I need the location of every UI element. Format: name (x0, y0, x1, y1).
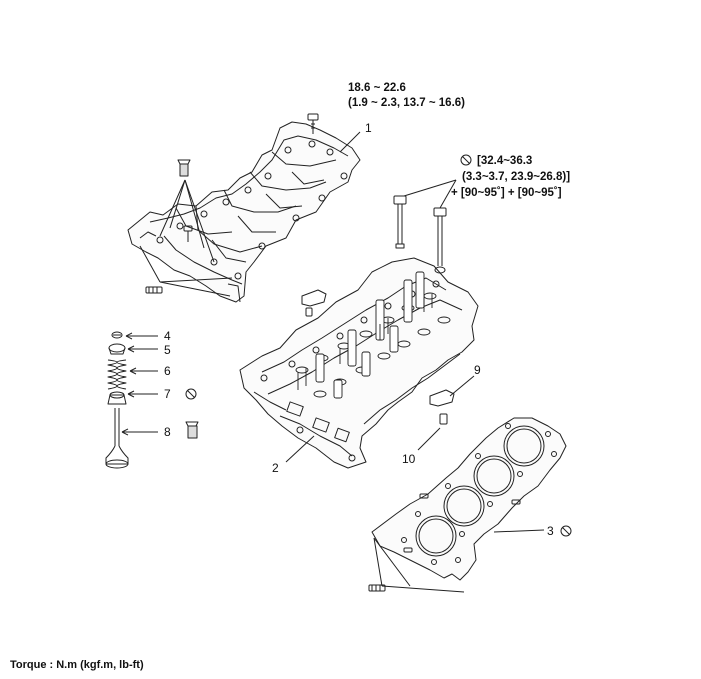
callout-6: 6 (164, 364, 171, 378)
frame-bolt (183, 225, 193, 242)
valve-spring (107, 359, 127, 390)
callout-10: 10 (402, 452, 416, 466)
bearing-cap-torque-line1: 18.6 ~ 22.6 (348, 82, 406, 94)
sealant-tube-icon (185, 421, 199, 439)
callout-5: 5 (164, 343, 171, 357)
torque-units-legend: Torque : N.m (kgf.m, lb-ft) (10, 659, 144, 671)
callout-8: 8 (164, 425, 171, 439)
valve-keeper (111, 331, 123, 339)
callout-4: 4 (164, 329, 171, 343)
rocker-arm-left (301, 289, 327, 317)
camshaft-bearing-cap-frame (127, 121, 361, 303)
head-bolt-torque-line2: (3.3~3.7, 23.9~26.8)] (462, 171, 571, 183)
bearing-cap-bolt (307, 113, 319, 134)
valve-stem-seal (107, 391, 127, 405)
valve (105, 408, 129, 469)
callout-3: 3 (547, 524, 554, 538)
prohibited-icon (560, 525, 572, 537)
head-bolt-torque-line3: + [90~95˚] + [90~95˚] (451, 187, 562, 199)
cylinder-head (239, 257, 479, 469)
callout-1: 1 (365, 121, 372, 135)
valve-spring-retainer (108, 343, 126, 355)
prohibited-icon (185, 388, 197, 400)
bolt-symbol (145, 286, 163, 294)
callout-9: 9 (474, 363, 481, 377)
callout-7: 7 (164, 387, 171, 401)
cylinder-head-gasket (371, 417, 567, 581)
head-bolts (393, 195, 447, 274)
rocker-arm-9 (429, 389, 455, 425)
head-bolt-torque-line1: [32.4~36.3 (477, 155, 533, 167)
prohibited-icon (460, 154, 472, 166)
callout-2: 2 (272, 461, 279, 475)
bolt-symbol (368, 584, 386, 592)
sealant-tube-icon (177, 159, 191, 177)
bearing-cap-torque-line2: (1.9 ~ 2.3, 13.7 ~ 16.6) (348, 97, 465, 109)
